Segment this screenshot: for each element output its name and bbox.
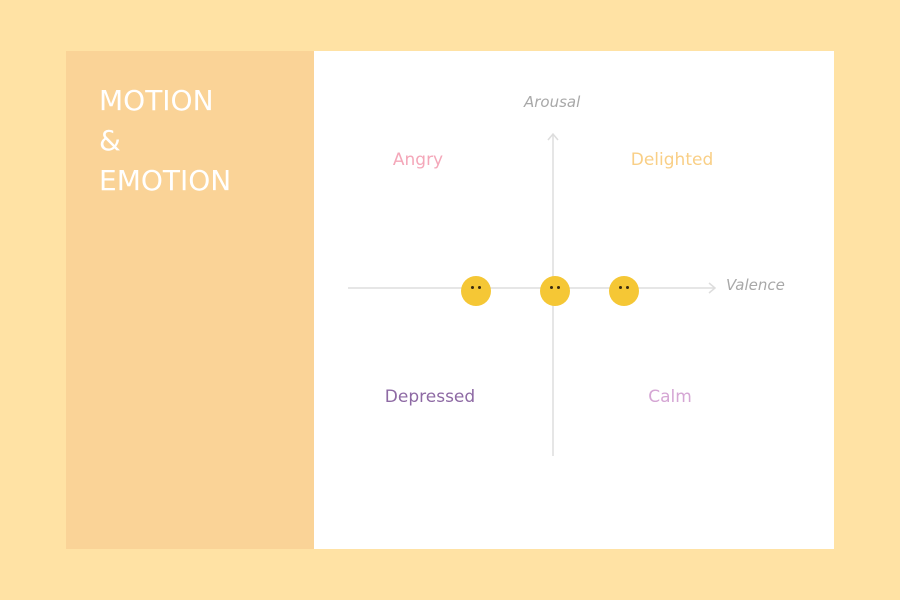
face-right xyxy=(609,276,639,306)
title-line-2: & xyxy=(99,124,121,157)
face-right-eye xyxy=(626,286,629,289)
face-left xyxy=(461,276,491,306)
quadrant-label-depressed: Depressed xyxy=(384,387,476,407)
quadrant-label-angry: Angry xyxy=(392,150,444,170)
face-left-eye xyxy=(478,286,481,289)
title-line-3: EMOTION xyxy=(99,164,232,197)
emotion-diagram: Arousal Valence Angry Delighted Depresse… xyxy=(314,51,834,549)
axes-graphic xyxy=(348,132,717,456)
page-title: MOTION & EMOTION xyxy=(99,81,231,201)
quadrant-label-delighted: Delighted xyxy=(630,150,714,170)
title-line-1: MOTION xyxy=(99,84,214,117)
y-axis-arrowhead xyxy=(547,132,559,141)
face-center-eye xyxy=(550,286,553,289)
title-panel: MOTION & EMOTION xyxy=(66,51,314,549)
x-axis-arrowhead xyxy=(708,282,717,294)
quadrant-label-calm: Calm xyxy=(648,387,692,407)
face-center xyxy=(540,276,570,306)
face-center-eye xyxy=(557,286,560,289)
face-right-eye xyxy=(619,286,622,289)
slide-card: MOTION & EMOTION Arousal Valence Angry D… xyxy=(66,51,834,549)
y-axis-label: Arousal xyxy=(524,93,581,111)
x-axis-label: Valence xyxy=(726,276,785,294)
face-left-eye xyxy=(471,286,474,289)
